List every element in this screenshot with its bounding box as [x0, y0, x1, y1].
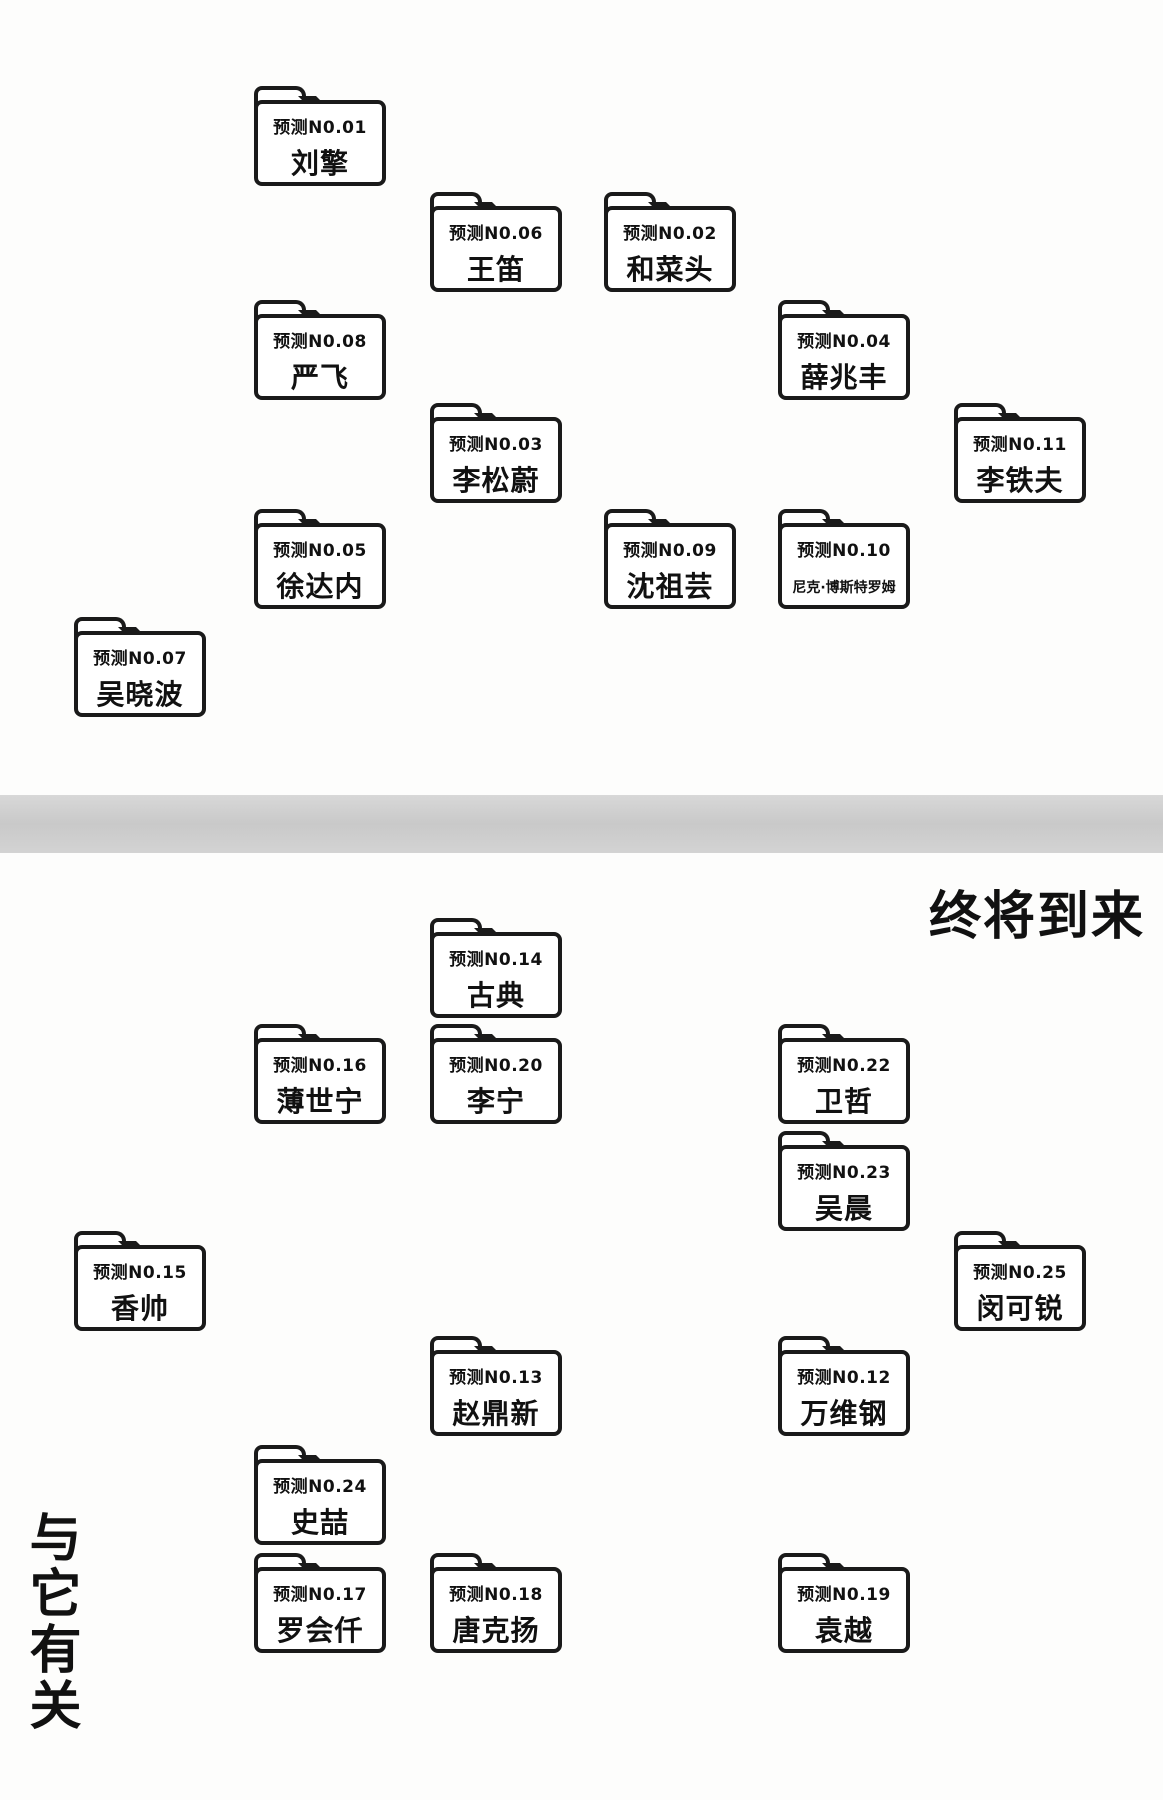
person-name: 香帅: [110, 1292, 169, 1325]
folder-16[interactable]: 预测N0.16 薄世宁: [254, 1024, 386, 1124]
folder-11[interactable]: 预测N0.11 李铁夫: [954, 403, 1086, 503]
prediction-code: 预测N0.15: [93, 1263, 187, 1283]
folder-body: [430, 1350, 562, 1436]
person-name: 严飞: [290, 361, 349, 394]
folder-body: [778, 314, 910, 400]
person-name: 王笛: [466, 253, 525, 286]
prediction-code: 预测N0.08: [273, 332, 367, 352]
folder-body: [430, 206, 562, 292]
folder-body: [778, 1350, 910, 1436]
prediction-code: 预测N0.12: [797, 1368, 891, 1388]
folder-body: [254, 100, 386, 186]
folder-body: [778, 523, 910, 609]
folder-08[interactable]: 预测N0.08 严飞: [254, 300, 386, 400]
person-name: 李松蔚: [452, 464, 540, 497]
folder-body: [604, 206, 736, 292]
prediction-code: 预测N0.17: [273, 1585, 367, 1605]
folder-body: [954, 417, 1086, 503]
prediction-code: 预测N0.09: [623, 541, 717, 561]
person-name: 古典: [466, 979, 525, 1012]
prediction-code: 预测N0.23: [797, 1163, 891, 1183]
folder-19[interactable]: 预测N0.19 袁越: [778, 1553, 910, 1653]
prediction-code: 预测N0.25: [973, 1263, 1067, 1283]
prediction-code: 预测N0.03: [449, 435, 543, 455]
person-name: 罗会仟: [276, 1614, 364, 1647]
section-heading: 终将到来: [928, 887, 1145, 947]
prediction-code: 预测N0.16: [273, 1056, 367, 1076]
prediction-code: 预测N0.18: [449, 1585, 543, 1605]
folder-04[interactable]: 预测N0.04 薛兆丰: [778, 300, 910, 400]
folder-12[interactable]: 预测N0.12 万维钢: [778, 1336, 910, 1436]
folder-23[interactable]: 预测N0.23 吴晨: [778, 1131, 910, 1231]
folder-body: [74, 631, 206, 717]
prediction-code: 预测N0.11: [973, 435, 1067, 455]
folder-body: [778, 1145, 910, 1231]
person-name: 徐达内: [276, 570, 364, 603]
prediction-code: 预测N0.10: [797, 541, 891, 561]
prediction-code: 预测N0.04: [797, 332, 891, 352]
folder-07[interactable]: 预测N0.07 吴晓波: [74, 617, 206, 717]
person-name: 和菜头: [626, 253, 714, 286]
folder-body: [778, 1038, 910, 1124]
prediction-code: 预测N0.13: [449, 1368, 543, 1388]
prediction-code: 预测N0.07: [93, 649, 187, 669]
folder-17[interactable]: 预测N0.17 罗会仟: [254, 1553, 386, 1653]
prediction-code: 预测N0.14: [449, 950, 543, 970]
folder-body: [430, 417, 562, 503]
gray-band: [0, 795, 1163, 853]
folder-10[interactable]: 预测N0.10 尼克·博斯特罗姆: [778, 509, 910, 609]
person-name: 沈祖芸: [626, 570, 714, 603]
prediction-code: 预测N0.20: [449, 1056, 543, 1076]
person-name: 袁越: [814, 1614, 873, 1647]
folder-18[interactable]: 预测N0.18 唐克扬: [430, 1553, 562, 1653]
folder-body: [778, 1567, 910, 1653]
person-name: 刘擎: [290, 147, 349, 180]
folder-body: [254, 1567, 386, 1653]
person-name: 卫哲: [814, 1085, 873, 1118]
person-name: 万维钢: [800, 1397, 888, 1430]
folder-body: [430, 932, 562, 1018]
folder-15[interactable]: 预测N0.15 香帅: [74, 1231, 206, 1331]
folder-14[interactable]: 预测N0.14 古典: [430, 918, 562, 1018]
folder-01[interactable]: 预测N0.01 刘擎: [254, 86, 386, 186]
folder-body: [74, 1245, 206, 1331]
person-name: 吴晓波: [96, 678, 184, 711]
folder-06[interactable]: 预测N0.06 王笛: [430, 192, 562, 292]
folder-body: [430, 1567, 562, 1653]
person-name: 吴晨: [814, 1192, 873, 1225]
folder-body: [254, 1459, 386, 1545]
folder-02[interactable]: 预测N0.02 和菜头: [604, 192, 736, 292]
person-name: 薛兆丰: [800, 361, 888, 394]
folder-22[interactable]: 预测N0.22 卫哲: [778, 1024, 910, 1124]
person-name: 李铁夫: [976, 464, 1064, 497]
folder-body: [254, 1038, 386, 1124]
person-name: 薄世宁: [276, 1085, 364, 1118]
folder-05[interactable]: 预测N0.05 徐达内: [254, 509, 386, 609]
prediction-code: 预测N0.02: [623, 224, 717, 244]
person-name: 尼克·博斯特罗姆: [792, 580, 896, 596]
folder-body: [604, 523, 736, 609]
side-heading: 与它有关: [20, 1510, 80, 1734]
folder-body: [254, 314, 386, 400]
prediction-code: 预测N0.24: [273, 1477, 367, 1497]
person-name: 唐克扬: [452, 1614, 540, 1647]
person-name: 闵可锐: [976, 1292, 1064, 1325]
person-name: 赵鼎新: [452, 1397, 540, 1430]
folder-24[interactable]: 预测N0.24 史喆: [254, 1445, 386, 1545]
person-name: 李宁: [466, 1085, 525, 1118]
prediction-code: 预测N0.01: [273, 118, 367, 138]
prediction-code: 预测N0.06: [449, 224, 543, 244]
folder-body: [954, 1245, 1086, 1331]
folder-body: [430, 1038, 562, 1124]
person-name: 史喆: [290, 1506, 349, 1539]
prediction-code: 预测N0.19: [797, 1585, 891, 1605]
folder-25[interactable]: 预测N0.25 闵可锐: [954, 1231, 1086, 1331]
prediction-code: 预测N0.05: [273, 541, 367, 561]
prediction-code: 预测N0.22: [797, 1056, 891, 1076]
folder-09[interactable]: 预测N0.09 沈祖芸: [604, 509, 736, 609]
folder-body: [254, 523, 386, 609]
folder-13[interactable]: 预测N0.13 赵鼎新: [430, 1336, 562, 1436]
folder-20[interactable]: 预测N0.20 李宁: [430, 1024, 562, 1124]
folder-03[interactable]: 预测N0.03 李松蔚: [430, 403, 562, 503]
